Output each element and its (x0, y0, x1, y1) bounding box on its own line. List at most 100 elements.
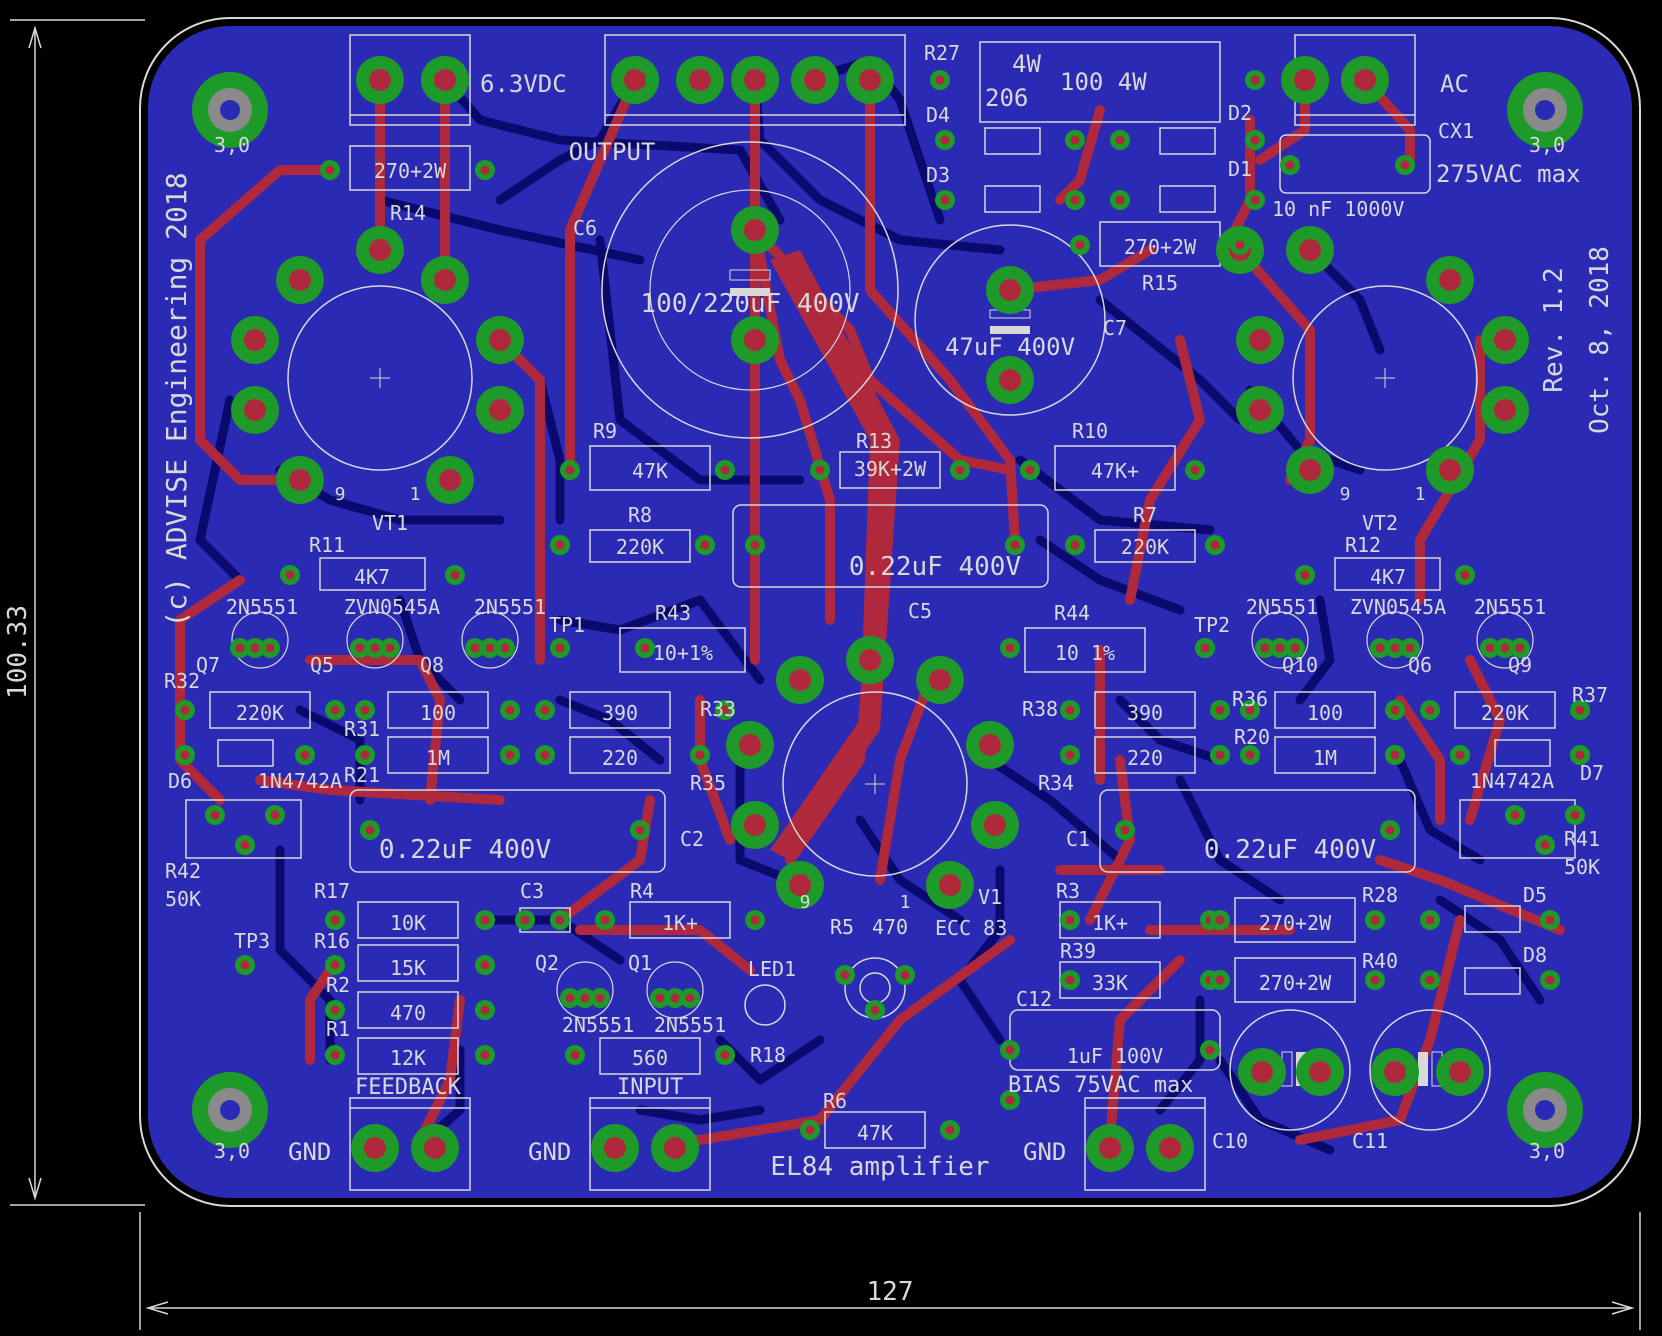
through-hole-pad (1481, 316, 1529, 364)
pad-layer (175, 56, 1590, 1172)
through-hole-pad (1020, 460, 1040, 480)
through-hole-pad (1280, 155, 1300, 175)
through-hole-pad (1060, 700, 1080, 720)
through-hole-pad (260, 638, 280, 658)
cx1-value: 10 nF 1000V (1272, 197, 1404, 221)
through-hole-pad (560, 988, 580, 1008)
hole-label: 3,0 (214, 1139, 250, 1163)
component-part-d7: 1N4742A (1470, 769, 1554, 793)
through-hole-pad (930, 70, 950, 90)
component-ref-tp1: TP1 (549, 613, 585, 637)
tube-socket-vt2 (1292, 285, 1478, 471)
silkscreen-text: (c) ADVISE Engineering 2018 Rev. 1.2 Oct… (160, 50, 1615, 1182)
through-hole-pad (476, 316, 524, 364)
component-value-r1: 12K (390, 1046, 426, 1070)
through-hole-pad (1195, 638, 1215, 658)
through-hole-pad (895, 965, 915, 985)
v1-type: ECC 83 (935, 916, 1007, 940)
through-hole-pad (665, 988, 685, 1008)
through-hole-pad (1565, 805, 1585, 825)
through-hole-pad (1510, 638, 1530, 658)
through-hole-pad (1296, 1048, 1344, 1096)
through-hole-pad (846, 636, 894, 684)
component-ref-r17: R17 (314, 879, 350, 903)
through-hole-pad (590, 988, 610, 1008)
component-ref-c2: C2 (680, 827, 704, 851)
component-value-r40: 270+2W (1259, 971, 1332, 995)
component-ref-r2: R2 (326, 973, 350, 997)
through-hole-pad (776, 861, 824, 909)
component-ref-q7: Q7 (196, 653, 220, 677)
through-hole-pad (575, 988, 595, 1008)
component-value-r4: 1K+ (662, 911, 698, 935)
through-hole-pad (1505, 805, 1525, 825)
through-hole-pad (1065, 535, 1085, 555)
through-hole-pad (1395, 155, 1415, 175)
component-value-r42: 50K (165, 887, 201, 911)
component-value-r5: 470 (872, 915, 908, 939)
tube-pin-number: 9 (800, 892, 811, 913)
through-hole-pad (421, 256, 469, 304)
through-hole-pad (1086, 1124, 1134, 1172)
capacitor-c6-outline (601, 141, 899, 439)
component-ref-r7: R7 (1133, 503, 1157, 527)
component-value-r10: 47K+ (1091, 459, 1139, 483)
through-hole-pad (380, 638, 400, 658)
through-hole-pad (1238, 1048, 1286, 1096)
through-hole-pad (1205, 535, 1225, 555)
component-value-r6: 47K (857, 1121, 893, 1145)
through-hole-pad (411, 1124, 459, 1172)
through-hole-pad (695, 535, 715, 555)
component-part-q8: 2N5551 (474, 595, 546, 619)
component-ref-r1: R1 (326, 1017, 350, 1041)
through-hole-pad (935, 190, 955, 210)
through-hole-pad (731, 801, 779, 849)
through-hole-pad (1200, 1040, 1220, 1060)
through-hole-pad (550, 910, 570, 930)
component-ref-c3: C3 (520, 879, 544, 903)
component-ref-r28: R28 (1362, 883, 1398, 907)
copyright-label: (c) ADVISE Engineering 2018 (160, 172, 193, 627)
through-hole-pad (986, 356, 1034, 404)
top-power-trace (770, 250, 900, 860)
component-part-q7: 2N5551 (226, 595, 298, 619)
component-ref-q6: Q6 (1408, 653, 1432, 677)
component-value-r8: 220K (616, 535, 664, 559)
through-hole-pad (595, 910, 615, 930)
through-hole-pad (1230, 235, 1250, 255)
component-ref-r4: R4 (630, 879, 654, 903)
through-hole-pad (365, 638, 385, 658)
component-ref-c6: C6 (573, 216, 597, 240)
through-hole-pad (350, 638, 370, 658)
component-value-r39: 33K (1092, 971, 1128, 995)
through-hole-pad (480, 638, 500, 658)
component-ref-d4: D4 (926, 103, 950, 127)
component-ref-r18: R18 (750, 1043, 786, 1067)
component-value-r16: 15K (390, 956, 426, 980)
component-ref-d1: D1 (1228, 157, 1252, 181)
r27-body (979, 41, 1221, 123)
through-hole-pad (175, 745, 195, 765)
through-hole-pad (1236, 386, 1284, 434)
component-ref-r8: R8 (628, 503, 652, 527)
component-ref-r39: R39 (1060, 939, 1096, 963)
through-hole-pad (1110, 190, 1130, 210)
mounting-hole: 3,0 (1507, 72, 1583, 157)
through-hole-pad (916, 656, 964, 704)
through-hole-pad (971, 801, 1019, 849)
through-hole-pad (475, 910, 495, 930)
through-hole-pad (1210, 910, 1230, 930)
through-hole-pad (445, 565, 465, 585)
through-hole-pad (1295, 565, 1315, 585)
through-hole-pad (295, 745, 315, 765)
component-ref-tp3: TP3 (234, 929, 270, 953)
component-ref-d7: D7 (1580, 761, 1604, 785)
component-ref-r12: R12 (1345, 533, 1381, 557)
through-hole-pad (1400, 638, 1420, 658)
through-hole-pad (360, 820, 380, 840)
component-ref-d6: D6 (168, 769, 192, 793)
through-hole-pad (475, 955, 495, 975)
mounting-hole: 3,0 (192, 1072, 268, 1163)
through-hole-pad (495, 638, 515, 658)
